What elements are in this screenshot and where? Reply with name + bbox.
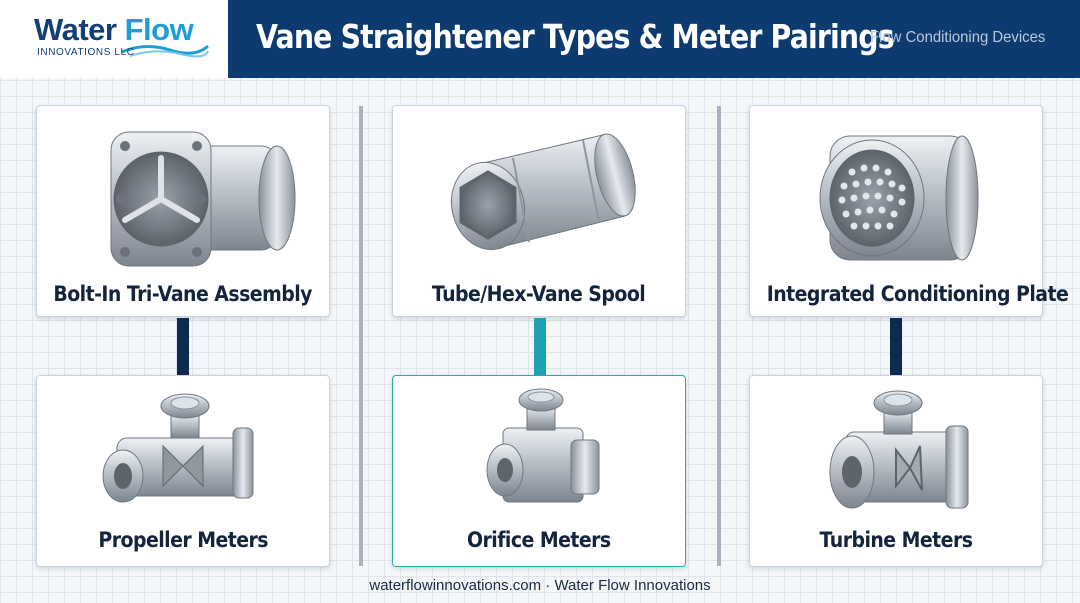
logo-wordmark: Water Flow [34, 12, 194, 48]
turbine-meter-icon [829, 390, 969, 509]
logo-word-water: Water [34, 12, 117, 47]
pairing-connector [177, 318, 189, 376]
propeller-meter-icon [102, 393, 254, 503]
conditioning-plate-icon [819, 135, 979, 261]
straightener-card-hex-vane: Tube/Hex-Vane Spool [392, 105, 686, 317]
logo-word-flow: Flow [124, 12, 194, 47]
hex-vane-spool-icon [450, 133, 636, 251]
footer-text: waterflowinnovations.com · Water Flow In… [369, 577, 711, 594]
page-subtitle: Flow Conditioning Devices [870, 29, 1046, 46]
straightener-label: Integrated Conditioning Plate [766, 282, 1069, 306]
straightener-label: Tube/Hex-Vane Spool [432, 282, 646, 306]
pairing-connector [534, 318, 546, 376]
header-bar: Water Flow INNOVATIONS LLC Vane Straight… [0, 0, 1080, 78]
wave-icon [121, 44, 210, 58]
meter-card-propeller: Propeller Meters [36, 375, 330, 567]
meter-label: Orifice Meters [467, 528, 611, 552]
straightener-card-conditioning-plate: Integrated Conditioning Plate [749, 105, 1069, 317]
straightener-card-tri-vane: Bolt-In Tri-Vane Assembly [36, 105, 330, 317]
column-divider [359, 106, 363, 566]
straightener-label: Bolt-In Tri-Vane Assembly [53, 282, 313, 306]
meter-label: Turbine Meters [819, 528, 973, 552]
meter-card-turbine: Turbine Meters [749, 375, 1043, 567]
logo-subline: INNOVATIONS LLC [37, 47, 135, 58]
logo: Water Flow INNOVATIONS LLC [0, 0, 228, 78]
meter-card-orifice: Orifice Meters [392, 375, 686, 567]
pairing-connector [890, 318, 902, 376]
page-title: Vane Straightener Types & Meter Pairings [256, 17, 895, 56]
orifice-meter-icon [486, 388, 600, 503]
tri-vane-assembly-icon [110, 131, 296, 267]
meter-label: Propeller Meters [98, 528, 268, 552]
column-divider [717, 106, 721, 566]
